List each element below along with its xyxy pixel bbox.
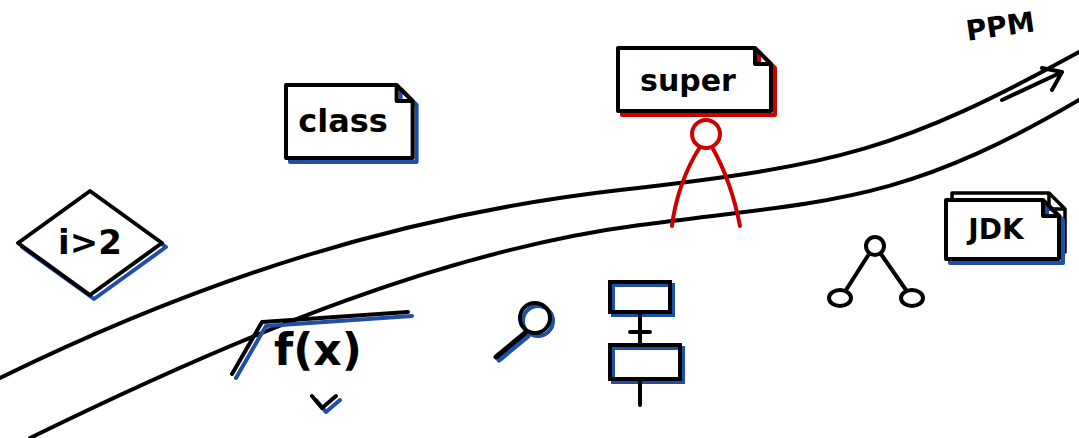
formula-label: f(x)	[274, 326, 362, 374]
road-edge	[0, 52, 1079, 378]
node-text: i>2	[58, 224, 122, 261]
tree-icon	[829, 237, 923, 306]
magnifier-icon	[496, 303, 553, 360]
flowchart-icon	[610, 282, 683, 405]
road-arrow	[1002, 68, 1062, 100]
flow-label: PPM	[964, 7, 1037, 47]
radical-symbol	[232, 312, 412, 412]
node-text: super	[640, 64, 736, 97]
node-text: class	[298, 104, 388, 139]
document-box: class	[283, 82, 417, 162]
document-box: super	[615, 45, 775, 115]
document-box: JDK	[943, 197, 1063, 263]
node-text: JDK	[968, 215, 1023, 246]
decision-diamond: i>2	[15, 188, 165, 298]
road-edge	[30, 100, 1079, 438]
person-icon	[672, 120, 740, 226]
